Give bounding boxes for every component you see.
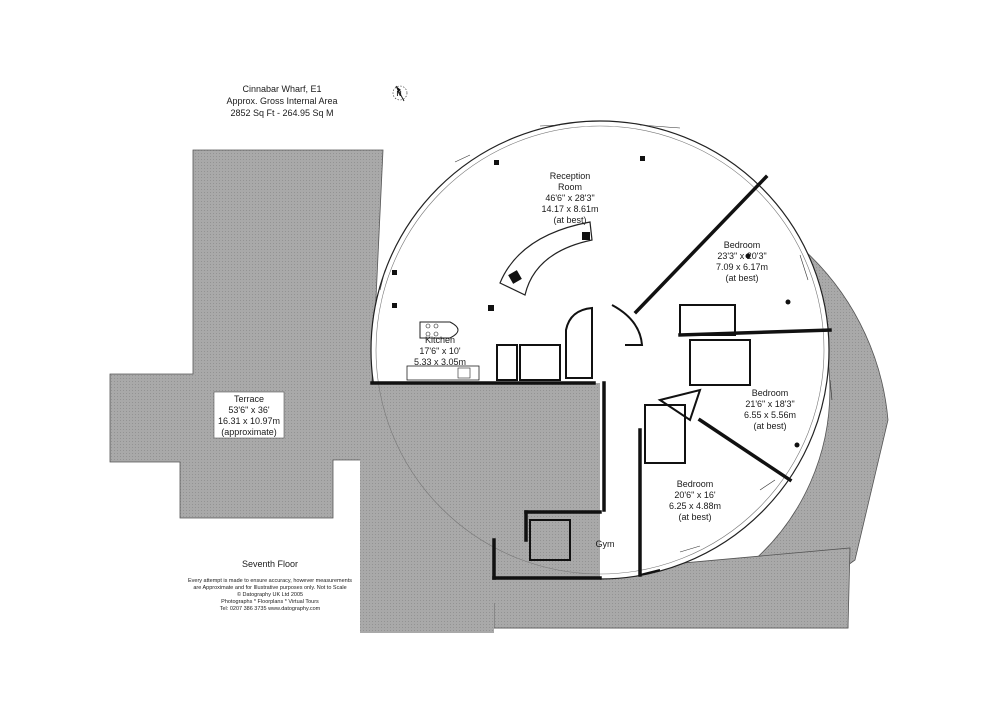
bedroom-3-name: Bedroom bbox=[677, 479, 714, 489]
disclaimer-line-3: © Datography UK Ltd 2005 bbox=[237, 591, 303, 598]
bedroom-3-imperial: 20'6" x 16' bbox=[674, 490, 715, 500]
inner-walls bbox=[496, 304, 751, 576]
bedroom-1-note: (at best) bbox=[725, 273, 758, 283]
bedroom-2-imperial: 21'6" x 18'3" bbox=[745, 399, 794, 409]
area-value: 2852 Sq Ft - 264.95 Sq M bbox=[230, 108, 333, 118]
terrace-area bbox=[109, 149, 384, 519]
bedroom-1-imperial: 23'3" x 20'3" bbox=[717, 251, 766, 261]
bedroom-3-metric: 6.25 x 4.88m bbox=[669, 501, 721, 511]
kitchen-name: Kitchen bbox=[425, 335, 455, 345]
disclaimer-line-4: Photographs * Floorplans * Virtual Tours bbox=[221, 599, 319, 605]
bedroom-1-metric: 7.09 x 6.17m bbox=[716, 262, 768, 272]
reception-metric: 14.17 x 8.61m bbox=[541, 204, 598, 214]
kitchen-label: Kitchen 17'6" x 10' 5.33 x 3.05m bbox=[414, 335, 466, 367]
reception-imperial: 46'6" x 28'3" bbox=[545, 193, 594, 203]
kitchen-metric: 5.33 x 3.05m bbox=[414, 357, 466, 367]
compass: N bbox=[392, 85, 408, 102]
bedroom-3-label: Bedroom 20'6" x 16' 6.25 x 4.88m (at bes… bbox=[669, 479, 721, 522]
kitchen-island bbox=[419, 321, 459, 339]
disclaimer: Every attempt is made to ensure accuracy… bbox=[188, 578, 352, 612]
bedroom-2-name: Bedroom bbox=[752, 388, 789, 398]
terrace-imperial: 53'6" x 36' bbox=[228, 405, 269, 415]
disclaimer-line-5: Tel: 0207 386 3735 www.datography.com bbox=[220, 606, 321, 612]
disclaimer-line-2: are Approximate and for Illustrative pur… bbox=[193, 585, 346, 591]
window-segments bbox=[379, 124, 833, 553]
reception-label: Reception Room 46'6" x 28'3" 14.17 x 8.6… bbox=[541, 171, 598, 225]
disclaimer-line-1: Every attempt is made to ensure accuracy… bbox=[188, 578, 352, 584]
area-label: Approx. Gross Internal Area bbox=[226, 96, 337, 106]
terrace-metric: 16.31 x 10.97m bbox=[218, 416, 280, 426]
compass-label: N bbox=[396, 91, 401, 98]
bedroom-2-note: (at best) bbox=[753, 421, 786, 431]
reception-note: (at best) bbox=[553, 215, 586, 225]
reception-name-2: Room bbox=[558, 182, 582, 192]
terrace-label: Terrace 53'6" x 36' 16.31 x 10.97m (appr… bbox=[213, 391, 285, 439]
reception-name: Reception bbox=[550, 171, 591, 181]
property-header: Cinnabar Wharf, E1 Approx. Gross Interna… bbox=[226, 84, 337, 118]
terrace-name: Terrace bbox=[234, 394, 264, 404]
bedroom-1-name: Bedroom bbox=[724, 240, 761, 250]
bedroom-1-label: Bedroom 23'3" x 20'3" 7.09 x 6.17m (at b… bbox=[716, 240, 768, 283]
walls bbox=[370, 174, 832, 580]
bedroom-3-note: (at best) bbox=[678, 512, 711, 522]
kitchen-imperial: 17'6" x 10' bbox=[419, 346, 460, 356]
property-name: Cinnabar Wharf, E1 bbox=[242, 84, 321, 94]
gym-name: Gym bbox=[596, 539, 615, 549]
reception-bar bbox=[499, 221, 593, 296]
bedroom-2-metric: 6.55 x 5.56m bbox=[744, 410, 796, 420]
columns bbox=[392, 156, 800, 448]
terrace-note: (approximate) bbox=[221, 427, 277, 437]
bedroom-2-label: Bedroom 21'6" x 18'3" 6.55 x 5.56m (at b… bbox=[744, 388, 796, 431]
floor-label: Seventh Floor bbox=[242, 559, 298, 569]
